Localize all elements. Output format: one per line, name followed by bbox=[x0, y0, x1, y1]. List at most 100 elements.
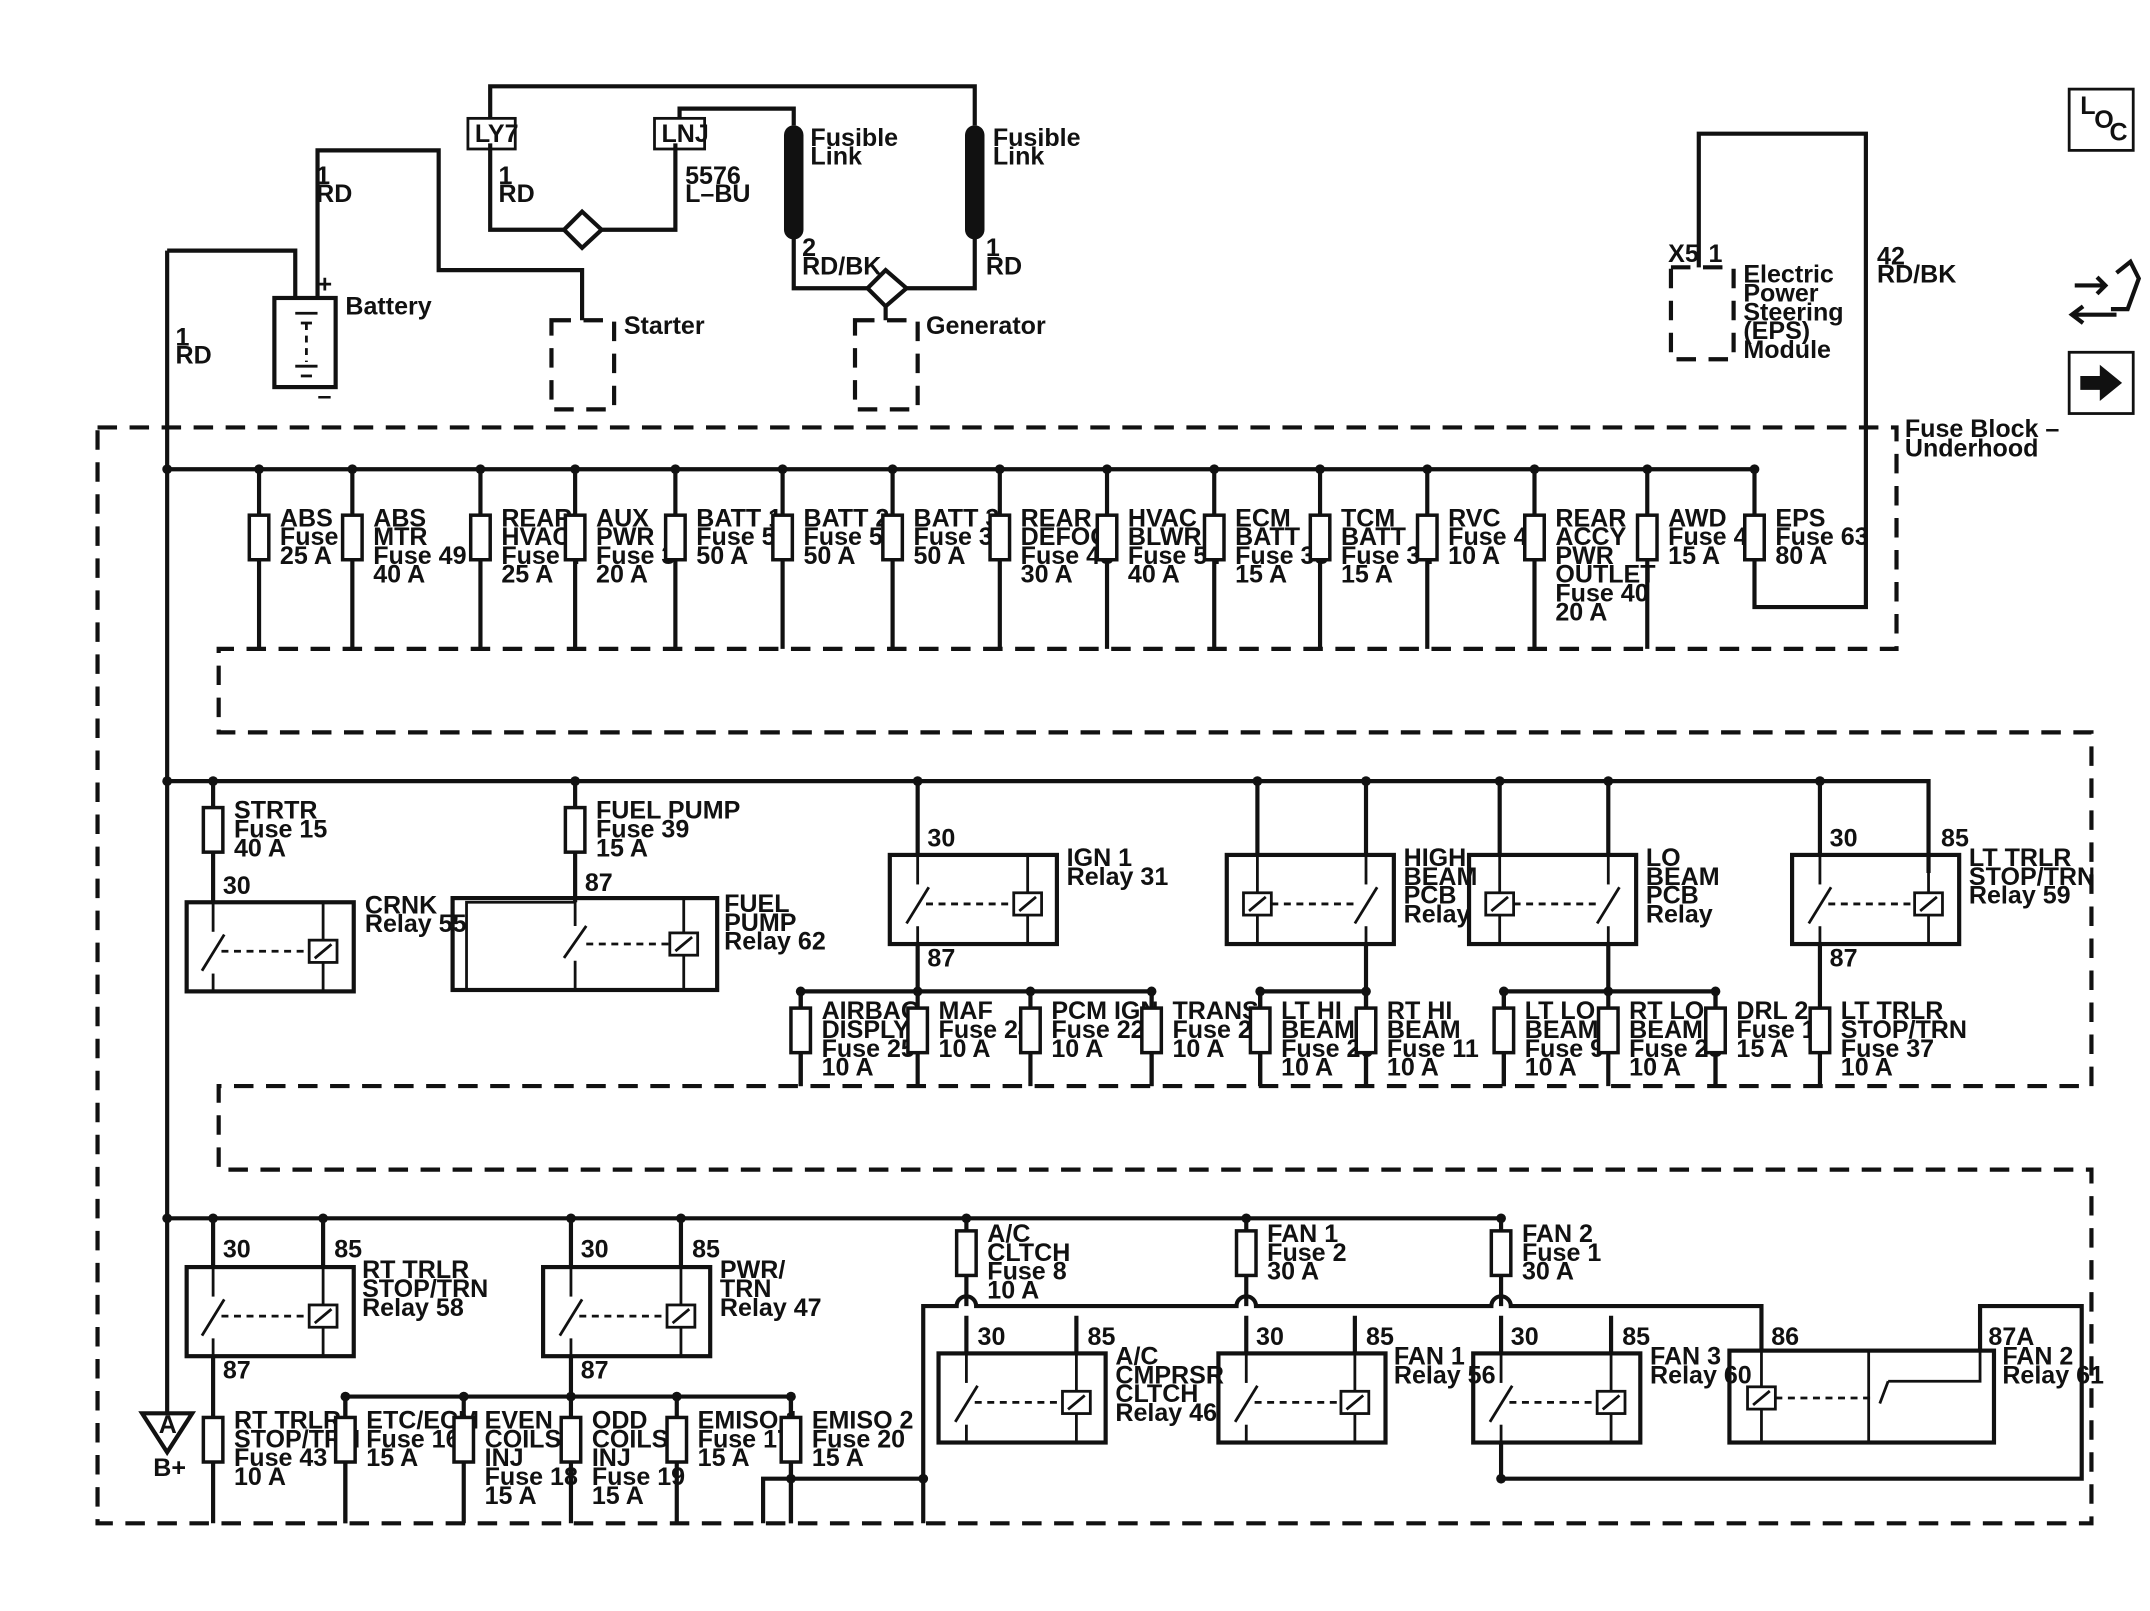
starter-symbol bbox=[549, 318, 617, 412]
relay-ac-cmprsr-cltch bbox=[936, 1351, 1108, 1445]
fuse-maf bbox=[906, 991, 930, 1087]
pin-ign-30: 30 bbox=[927, 825, 955, 853]
starter-label: Starter bbox=[624, 312, 705, 340]
splice-generator bbox=[864, 267, 910, 310]
fuse-emiso-1 bbox=[665, 1396, 689, 1524]
splice-dot bbox=[912, 776, 923, 787]
relay-high-beam-pcb bbox=[1224, 852, 1396, 947]
pin-rt-trlr-85: 85 bbox=[334, 1235, 362, 1263]
fuse-tcm-batt bbox=[1308, 469, 1332, 649]
pin-ac-30: 30 bbox=[978, 1323, 1006, 1351]
pin-lt-trlr-87: 87 bbox=[1830, 944, 1858, 972]
relay-fan-2 bbox=[1727, 1348, 1997, 1445]
relay-rt-trlr-stop-trn bbox=[184, 1264, 356, 1359]
next-arrow-icon[interactable] bbox=[2067, 350, 2135, 415]
connector-hand-icon[interactable] bbox=[2068, 258, 2142, 325]
fuse-lt-hi-beam bbox=[1248, 991, 1272, 1087]
pin-crnk-30: 30 bbox=[223, 872, 251, 900]
fuse-trans bbox=[1140, 991, 1164, 1087]
pin-pwr-trn-85: 85 bbox=[692, 1235, 720, 1263]
splice-dot bbox=[1815, 776, 1825, 787]
fuse-odd-coils-inj bbox=[559, 1396, 583, 1524]
x5-label: X5 bbox=[1668, 240, 1699, 268]
pin-fan2-87a: 87A bbox=[1988, 1323, 2034, 1351]
fuse-etc-ecm bbox=[333, 1396, 357, 1524]
pin-fan3-30: 30 bbox=[1511, 1323, 1539, 1351]
relay-pwr-trn bbox=[541, 1264, 713, 1359]
splice-dot bbox=[570, 776, 581, 787]
splice-dot bbox=[1496, 1473, 1506, 1484]
row2-bus bbox=[167, 779, 1931, 874]
fuse-eps bbox=[1743, 513, 1766, 562]
relay-fuel-pump bbox=[450, 896, 720, 993]
pin-rt-trlr-30: 30 bbox=[223, 1235, 251, 1263]
svg-text:LNJ: LNJ bbox=[661, 120, 708, 148]
fuse-fan-2 bbox=[1489, 1218, 1513, 1307]
relay-ign-1 bbox=[887, 852, 1059, 947]
fuse-rt-hi-beam bbox=[1354, 991, 1378, 1087]
battery-plus: + bbox=[318, 270, 333, 298]
pin-fan1-30: 30 bbox=[1256, 1323, 1284, 1351]
splice-dot bbox=[162, 1213, 173, 1224]
svg-text:LY7: LY7 bbox=[475, 120, 519, 148]
fuse-pcm-ign bbox=[1018, 991, 1042, 1087]
generator-symbol bbox=[852, 318, 920, 412]
fuse-a-c-cltch bbox=[954, 1218, 978, 1307]
eps-module-symbol bbox=[1668, 265, 1736, 362]
splice-dot bbox=[1361, 776, 1371, 787]
location-icon[interactable]: LOC bbox=[2067, 87, 2135, 152]
fuse-lt-lo-beam bbox=[1492, 991, 1516, 1087]
fuse-abs-mtr bbox=[340, 469, 364, 649]
pin-fuel-pump-87: 87 bbox=[585, 869, 613, 897]
splice-dot bbox=[918, 1473, 929, 1484]
fuse-block-label: Fuse Block –Underhood bbox=[1905, 415, 2060, 462]
relay-crnk bbox=[184, 900, 356, 994]
fuse-airbag-disply bbox=[789, 991, 813, 1087]
fuse-lt-trlr-stop-trn bbox=[1808, 944, 1832, 1087]
relay-lo-beam-pcb bbox=[1466, 852, 1639, 947]
fuse-aux-pwr bbox=[563, 469, 587, 649]
fuse-ecm-batt bbox=[1202, 469, 1226, 649]
b-plus-label: B+ bbox=[153, 1454, 186, 1482]
pin-lt-trlr-30: 30 bbox=[1830, 825, 1858, 853]
fuse-drl-2 bbox=[1704, 991, 1727, 1087]
fuse-batt-1 bbox=[663, 469, 687, 649]
pin-ac-85: 85 bbox=[1088, 1323, 1116, 1351]
fuse-emiso-2 bbox=[779, 1396, 803, 1524]
splice-dot bbox=[1494, 776, 1505, 787]
splice-dot bbox=[162, 464, 173, 475]
splice-dot bbox=[1603, 776, 1614, 787]
splice-dot bbox=[208, 776, 218, 787]
fuse-abs bbox=[247, 469, 271, 649]
b-plus-connector-icon bbox=[138, 1411, 197, 1457]
relay-lt-trlr-stop-trn bbox=[1789, 852, 1962, 947]
connector-ly7: LY7 bbox=[466, 116, 519, 151]
